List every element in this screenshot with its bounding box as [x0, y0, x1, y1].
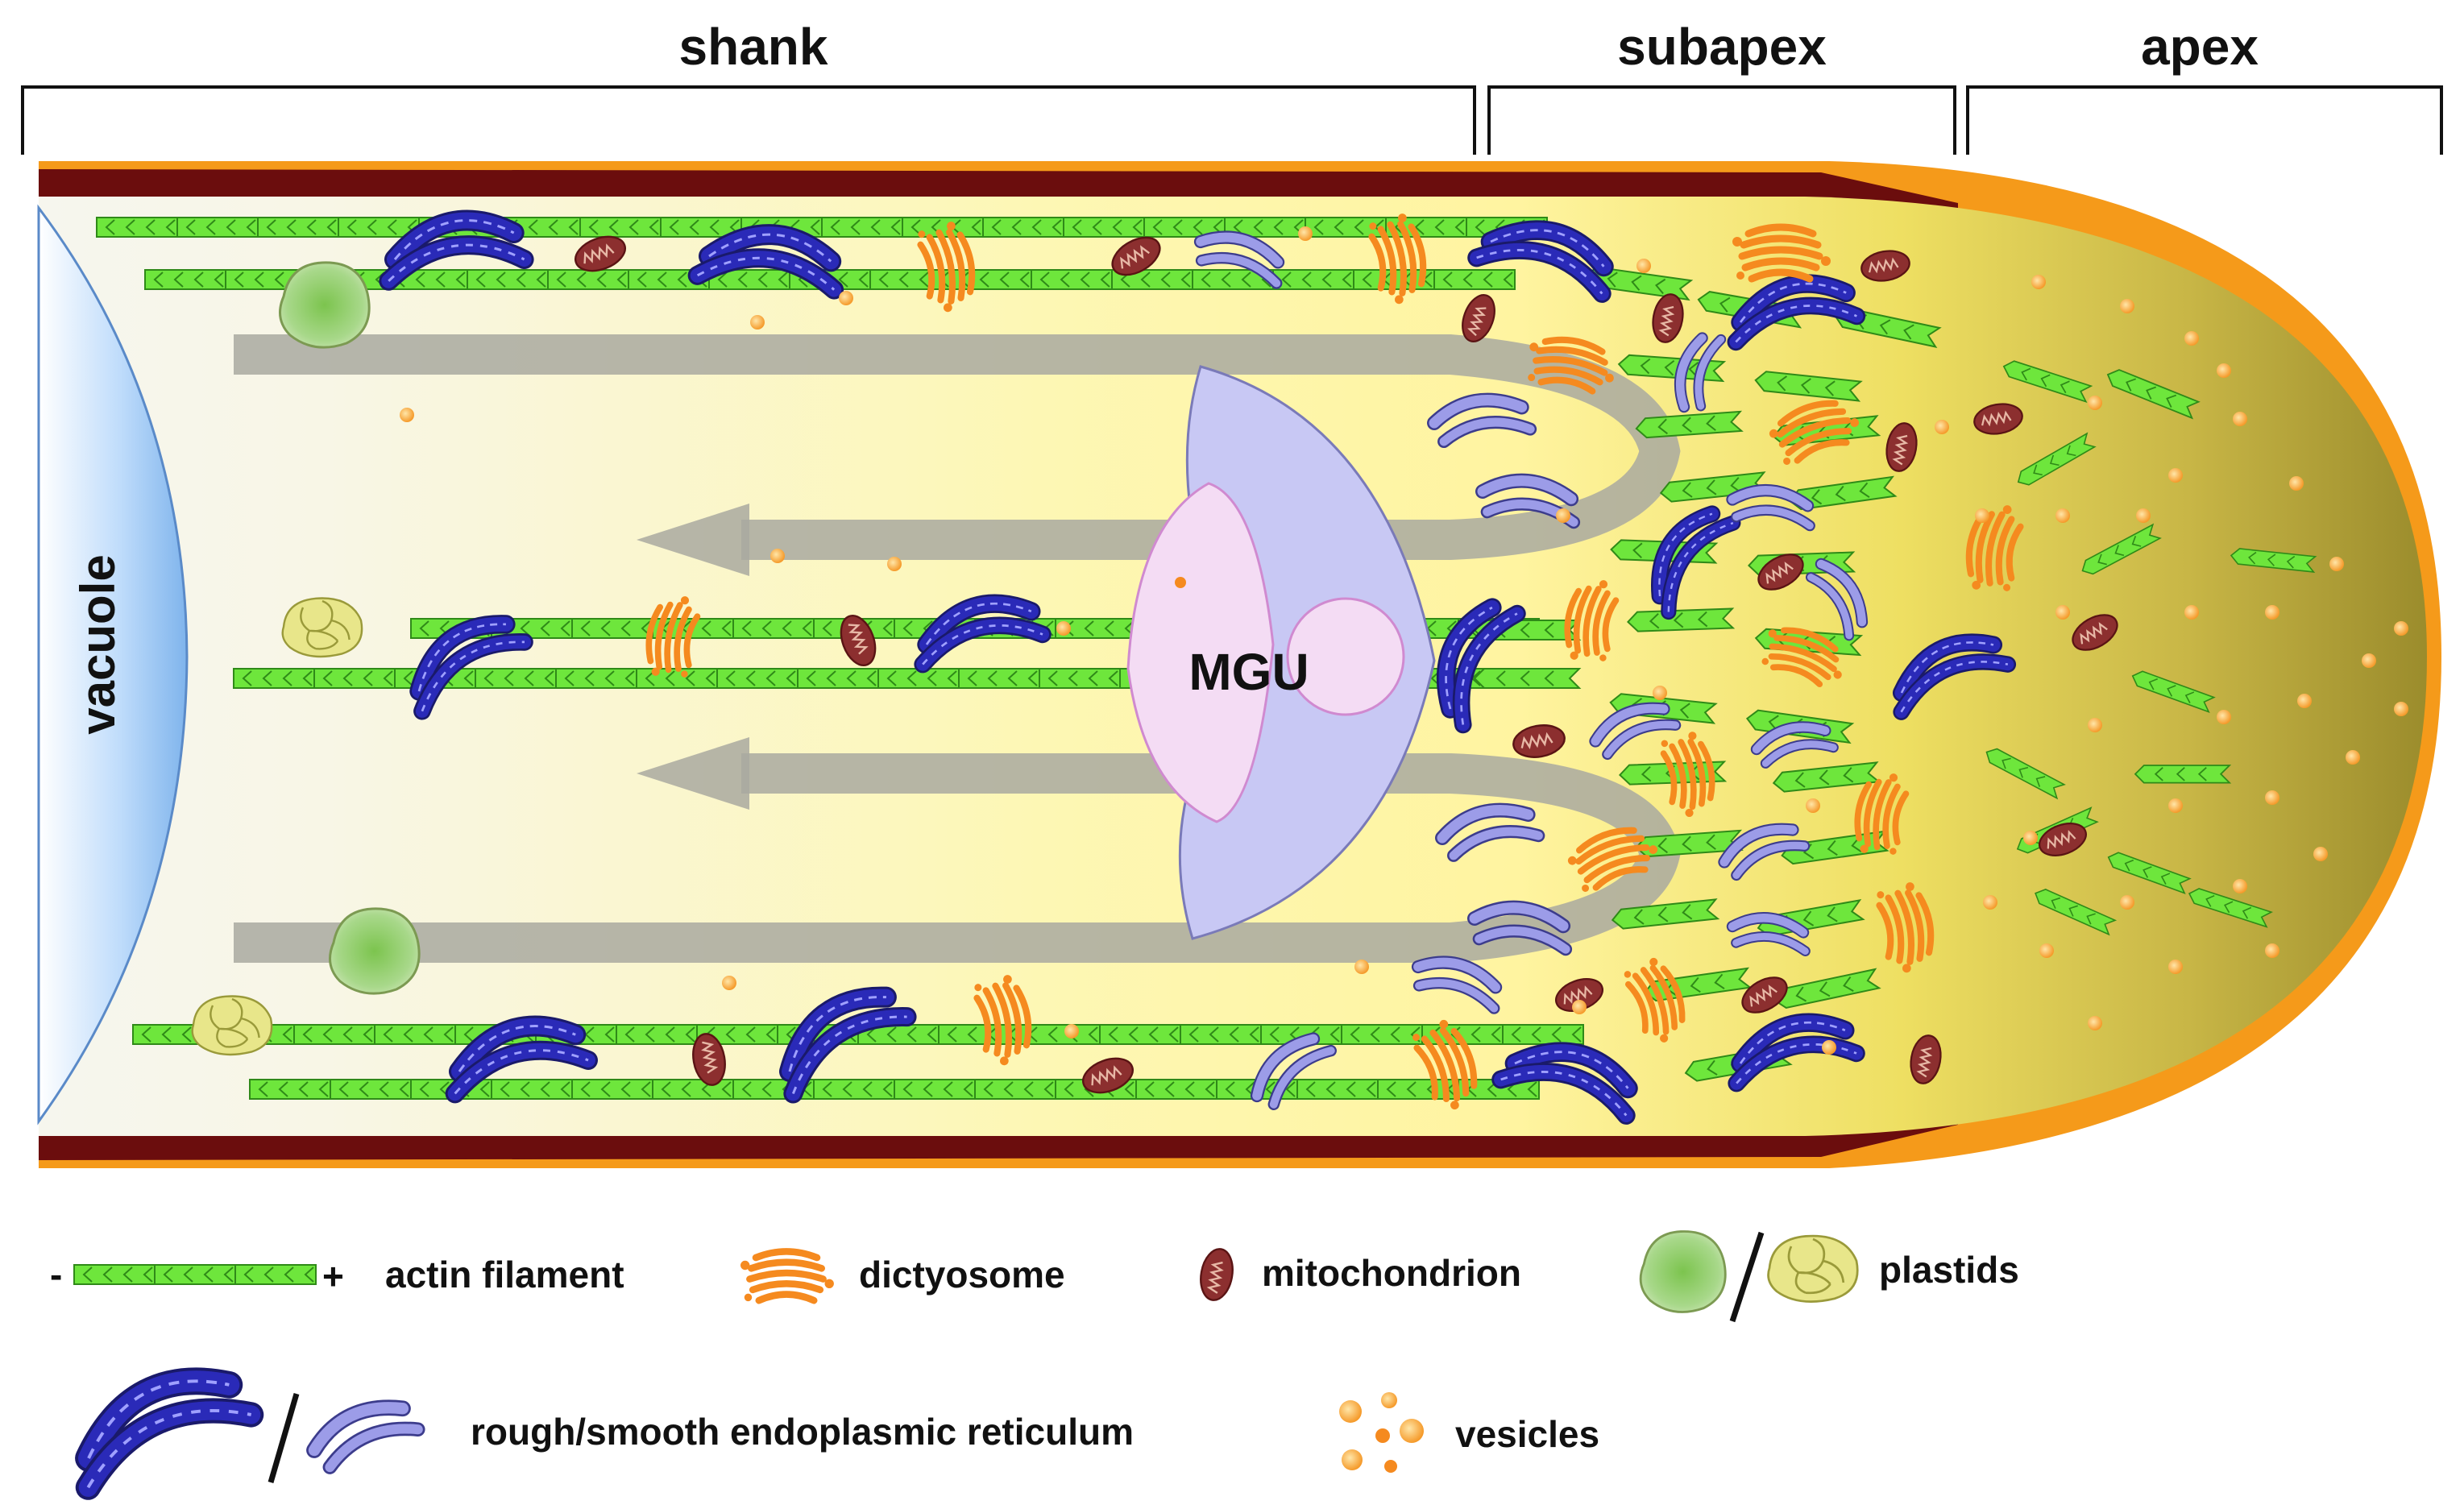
legend-er-slash [268, 1393, 300, 1483]
male-germ-unit: MGU [1126, 365, 1436, 940]
legend-actin-plus: + [322, 1255, 344, 1297]
legend-item-plastids: plastids [1639, 1230, 2019, 1323]
legend-plastids-slash [1729, 1231, 1765, 1323]
region-brackets [21, 85, 2443, 155]
legend-dictyosome-label: dictyosome [859, 1254, 1065, 1296]
legend-rough-er-icon [64, 1361, 255, 1487]
legend-vesicles-icon [1339, 1392, 1424, 1473]
legend-item-mitochondrion: mitochondrion [1196, 1245, 1521, 1304]
mgu-sperm-nucleus [1286, 597, 1405, 716]
mgu-label: MGU [1188, 643, 1309, 701]
legend-er-label: rough/smooth endoplasmic reticulum [471, 1411, 1134, 1453]
region-label-shank: shank [679, 18, 828, 76]
legend-mitochondrion-icon [1196, 1245, 1238, 1304]
vacuole-label: vacuole [71, 554, 125, 734]
legend-item-dictyosome: dictyosome [740, 1251, 1065, 1301]
legend-plastid-green-icon [1639, 1230, 1727, 1313]
vacuole [37, 204, 189, 1126]
legend-actin-icon [73, 1264, 317, 1285]
legend-item-er: rough/smooth endoplasmic reticulum [64, 1361, 1134, 1487]
legend-dictyosome-icon [740, 1251, 834, 1301]
legend-mitochondrion-label: mitochondrion [1262, 1252, 1521, 1294]
actin-cable-top-1 [96, 217, 1548, 238]
region-label-subapex: subapex [1617, 18, 1827, 76]
legend: - + actin filament dictyosome mitochondr… [50, 1230, 2019, 1488]
legend-item-actin: - + actin filament [50, 1254, 624, 1297]
legend-vesicles-label: vesicles [1455, 1413, 1599, 1455]
region-label-apex: apex [2141, 18, 2259, 76]
legend-plastid-yellow-icon [1767, 1234, 1859, 1303]
legend-actin-label: actin filament [385, 1254, 624, 1296]
legend-smooth-er-icon [307, 1395, 420, 1470]
mgu-generative-cell [1126, 482, 1275, 823]
legend-actin-minus: - [50, 1254, 62, 1296]
actin-cable-bottom-2 [249, 1079, 1540, 1100]
legend-plastids-label: plastids [1879, 1249, 2019, 1291]
legend-item-vesicles: vesicles [1339, 1392, 1599, 1473]
